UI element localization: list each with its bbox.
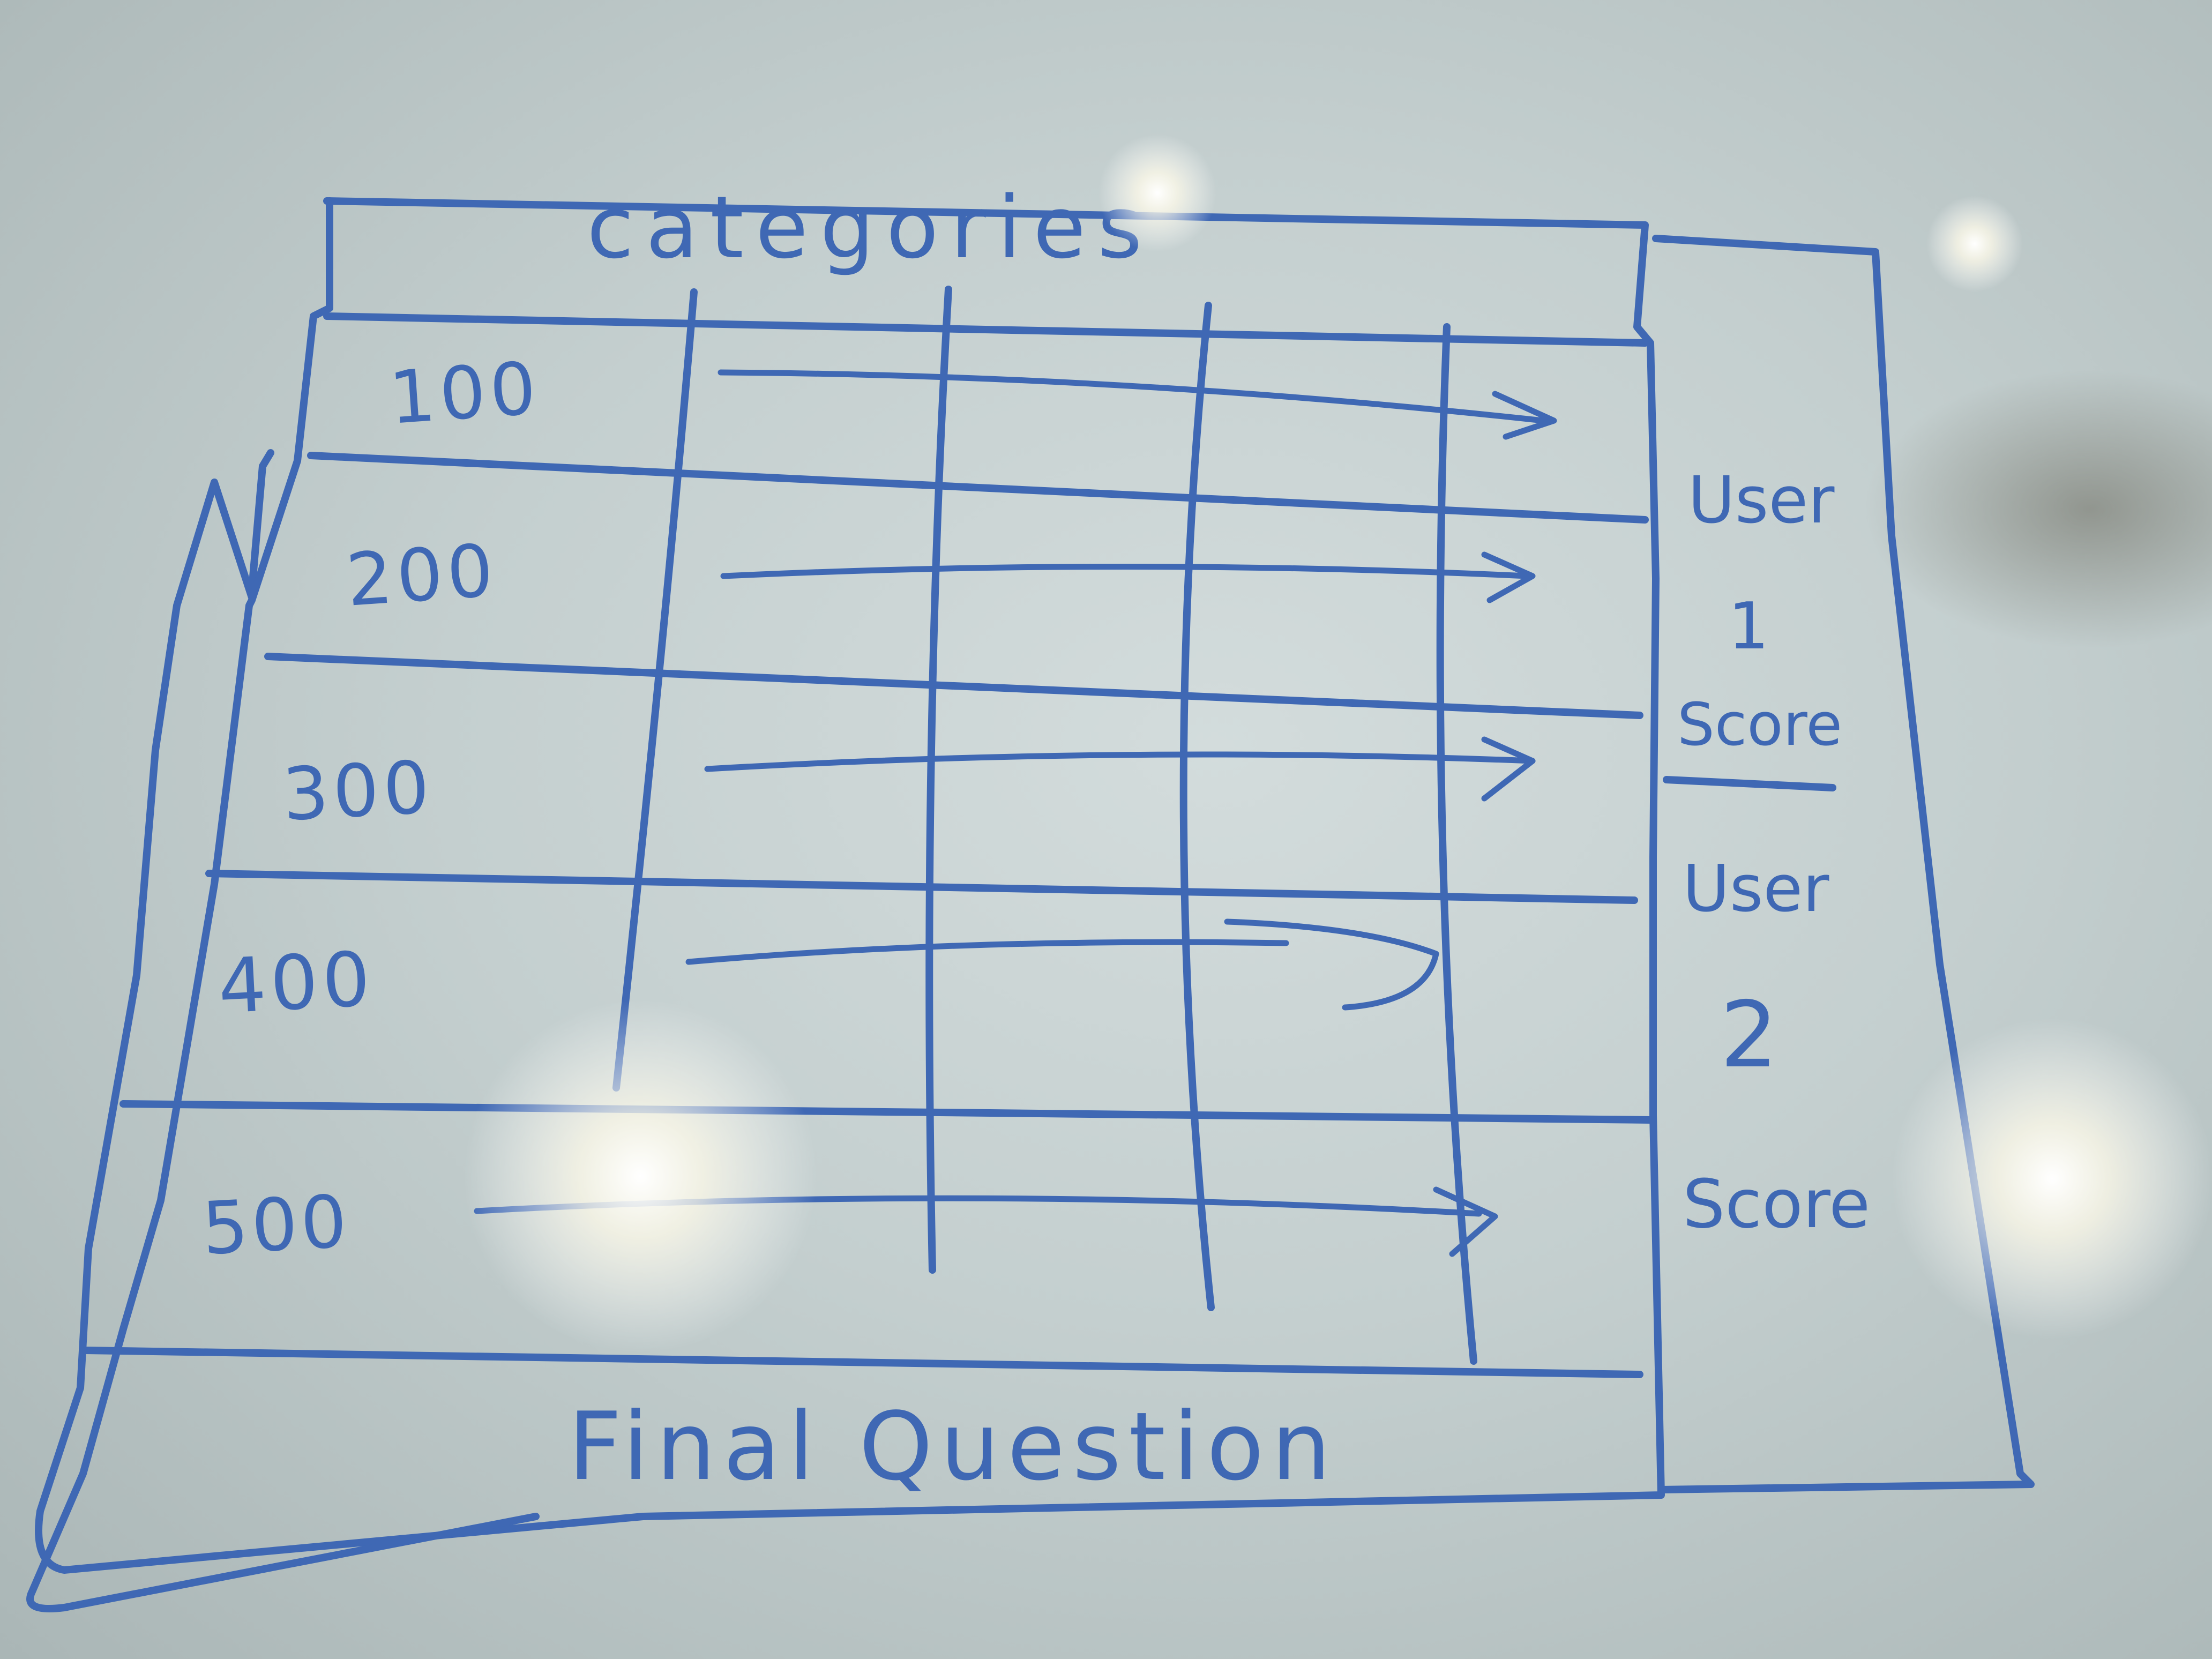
score-panel-divider xyxy=(1663,776,1836,791)
point-value-200: 200 xyxy=(343,528,500,623)
footer-final-question-label: Final Question xyxy=(568,1393,1339,1501)
light-reflection-top xyxy=(1098,134,1216,252)
column-line-3 xyxy=(1179,302,1215,1311)
column-line-1 xyxy=(612,288,698,1092)
user1-label: User xyxy=(1688,464,1835,538)
user2-score-label: Score xyxy=(1683,1165,1870,1243)
row-arrow-100 xyxy=(718,369,1557,440)
row-arrow-400 xyxy=(685,918,1439,1011)
user1-number: 1 xyxy=(1728,589,1769,664)
user2-label: User xyxy=(1683,852,1829,926)
user1-score-block: User 1 Score xyxy=(1677,464,1842,759)
header-categories-label: categories xyxy=(587,177,1154,278)
point-value-400: 400 xyxy=(216,936,376,1031)
board-shadow xyxy=(1865,370,2212,648)
user2-number: 2 xyxy=(1720,982,1778,1088)
row-divider-4 xyxy=(119,1100,1654,1124)
point-value-300: 300 xyxy=(280,745,436,837)
point-value-100: 100 xyxy=(386,346,543,440)
column-line-2 xyxy=(925,286,952,1274)
light-reflection-right xyxy=(1892,1018,2212,1340)
score-panel-frame xyxy=(1652,235,2035,1493)
user1-score-label: Score xyxy=(1677,690,1842,759)
row-divider-5 xyxy=(82,1347,1643,1378)
row-divider-1 xyxy=(307,452,1649,524)
row-arrow-200 xyxy=(720,551,1536,603)
row-arrow-300 xyxy=(704,736,1536,802)
column-line-4 xyxy=(1436,323,1477,1365)
light-reflection-top-right xyxy=(1926,196,2023,292)
point-value-500: 500 xyxy=(200,1179,352,1271)
header-bottom-line xyxy=(323,312,1649,347)
board-left-edge xyxy=(26,197,540,1612)
row-divider-2 xyxy=(264,653,1643,719)
row-divider-3 xyxy=(205,870,1638,904)
light-reflection-left xyxy=(464,999,817,1353)
board-outer-frame xyxy=(35,197,1665,1574)
user2-score-block: User 2 Score xyxy=(1683,852,1870,1243)
